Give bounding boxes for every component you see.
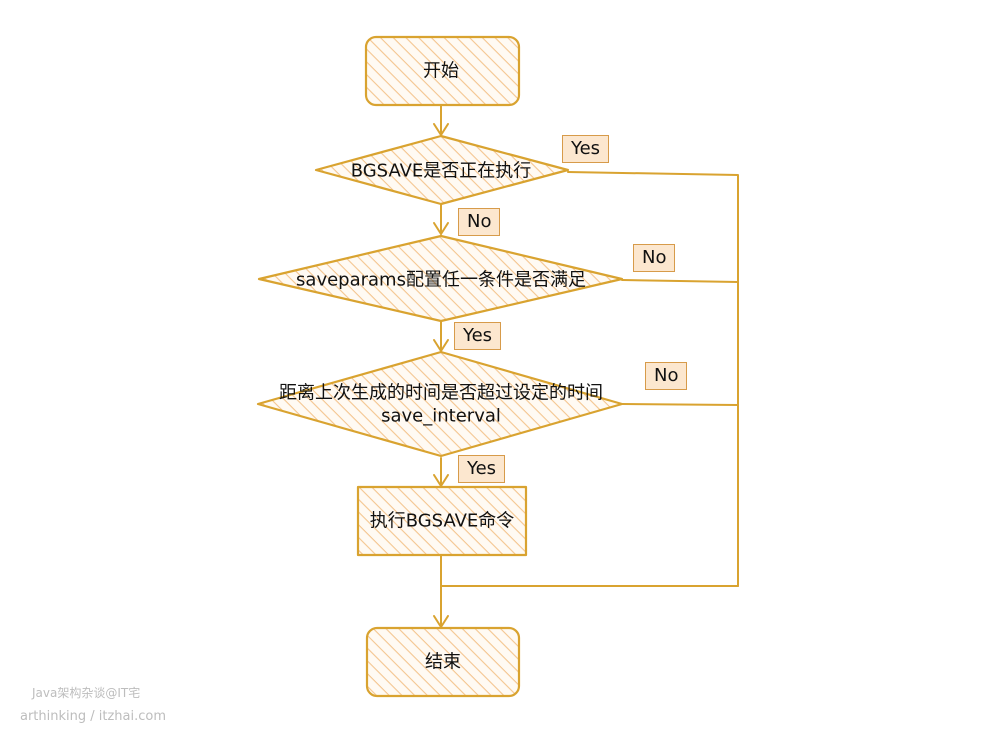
edge-bgsave-yes-bypass — [567, 171, 739, 587]
watermark-line2: arthinking / itzhai.com — [20, 709, 167, 724]
decision-bgsave-shape — [314, 134, 570, 206]
end-node-label: 结束 — [425, 651, 461, 673]
start-node-label: 开始 — [423, 60, 459, 82]
edge-label-bgsave-no: No — [458, 208, 501, 236]
start-node-shape — [364, 35, 521, 107]
edge-saveparams-no-bypass — [621, 279, 739, 283]
edge-label-interval-yes: Yes — [458, 455, 506, 483]
decision-saveparams-shape — [257, 234, 624, 323]
end-node-shape — [365, 626, 521, 698]
edge-label-saveparams-no: No — [633, 244, 676, 272]
edge-interval-no-bypass — [621, 403, 739, 406]
decision-interval-label-line1: 距离上次生成的时间是否超过设定的时间 — [279, 382, 603, 404]
action-bgsave-label: 执行BGSAVE命令 — [369, 510, 515, 532]
edge-label-bgsave-yes: Yes — [562, 135, 610, 163]
decision-interval-label-line2: save_interval — [381, 405, 501, 427]
edge-label-interval-no: No — [645, 362, 688, 390]
decision-bgsave-label: BGSAVE是否正在执行 — [350, 160, 532, 182]
action-bgsave-shape — [356, 485, 528, 557]
decision-saveparams-label: saveparams配置任一条件是否满足 — [296, 269, 586, 291]
watermark-line1: Java架构杂谈@IT宅 — [32, 686, 141, 700]
edge-label-saveparams-yes: Yes — [454, 322, 502, 350]
decision-interval-shape — [256, 350, 624, 458]
